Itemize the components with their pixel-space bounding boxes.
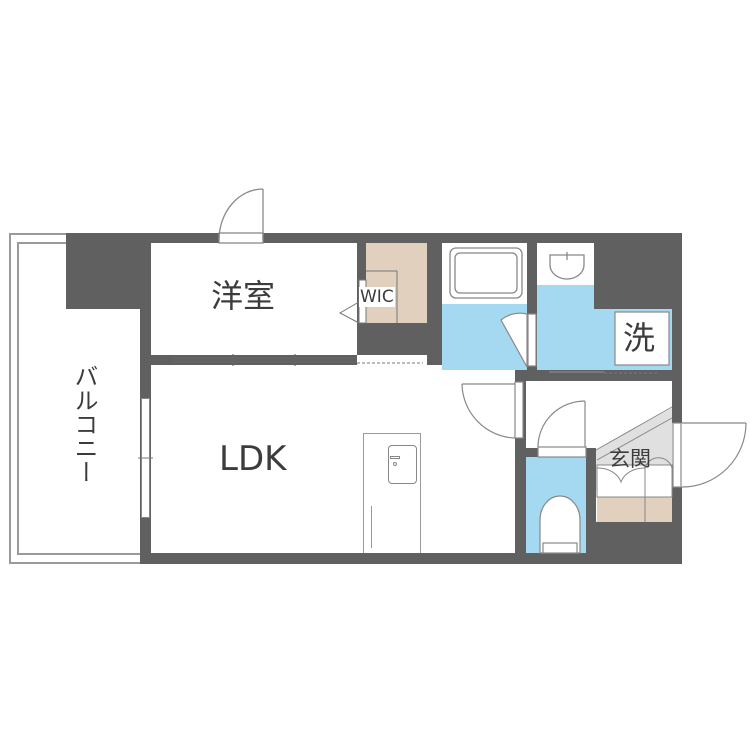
refrigerator-panel bbox=[388, 445, 417, 484]
hallway-corridor bbox=[427, 381, 515, 391]
toilet-bowl bbox=[539, 495, 581, 554]
western-room bbox=[151, 243, 357, 355]
shoe-cabinet-doors bbox=[596, 457, 673, 522]
washroom-label: 洗 bbox=[623, 319, 656, 357]
refrigerator-space bbox=[363, 433, 421, 553]
refrigerator-handle bbox=[390, 456, 400, 459]
washroom-wall-block bbox=[594, 243, 672, 309]
shoe-cabinet bbox=[597, 497, 672, 522]
ldk-label: LDK bbox=[219, 439, 287, 479]
western-room-top-opening bbox=[219, 233, 263, 243]
entrance-door-swing bbox=[672, 422, 747, 488]
western-room-label: 洋室 bbox=[211, 277, 276, 315]
sliding-door-western-ldk bbox=[151, 354, 357, 366]
hallway bbox=[357, 355, 427, 367]
wic-label: WIC bbox=[359, 287, 395, 307]
western-room-door-swing bbox=[218, 188, 264, 244]
entrance-label: 玄関 bbox=[609, 447, 651, 471]
washing-machine-space bbox=[614, 311, 670, 366]
refrigerator-line bbox=[371, 506, 372, 548]
bathroom-door bbox=[500, 312, 537, 368]
balcony-label: バルコニー bbox=[70, 364, 98, 484]
refrigerator-knob bbox=[393, 462, 397, 466]
wash-basin bbox=[549, 252, 585, 280]
ldk-room bbox=[151, 365, 515, 553]
ldk-door-swing bbox=[461, 381, 524, 439]
structural-column bbox=[66, 233, 146, 309]
bathtub bbox=[449, 247, 523, 299]
toilet-door-swing bbox=[537, 400, 587, 458]
